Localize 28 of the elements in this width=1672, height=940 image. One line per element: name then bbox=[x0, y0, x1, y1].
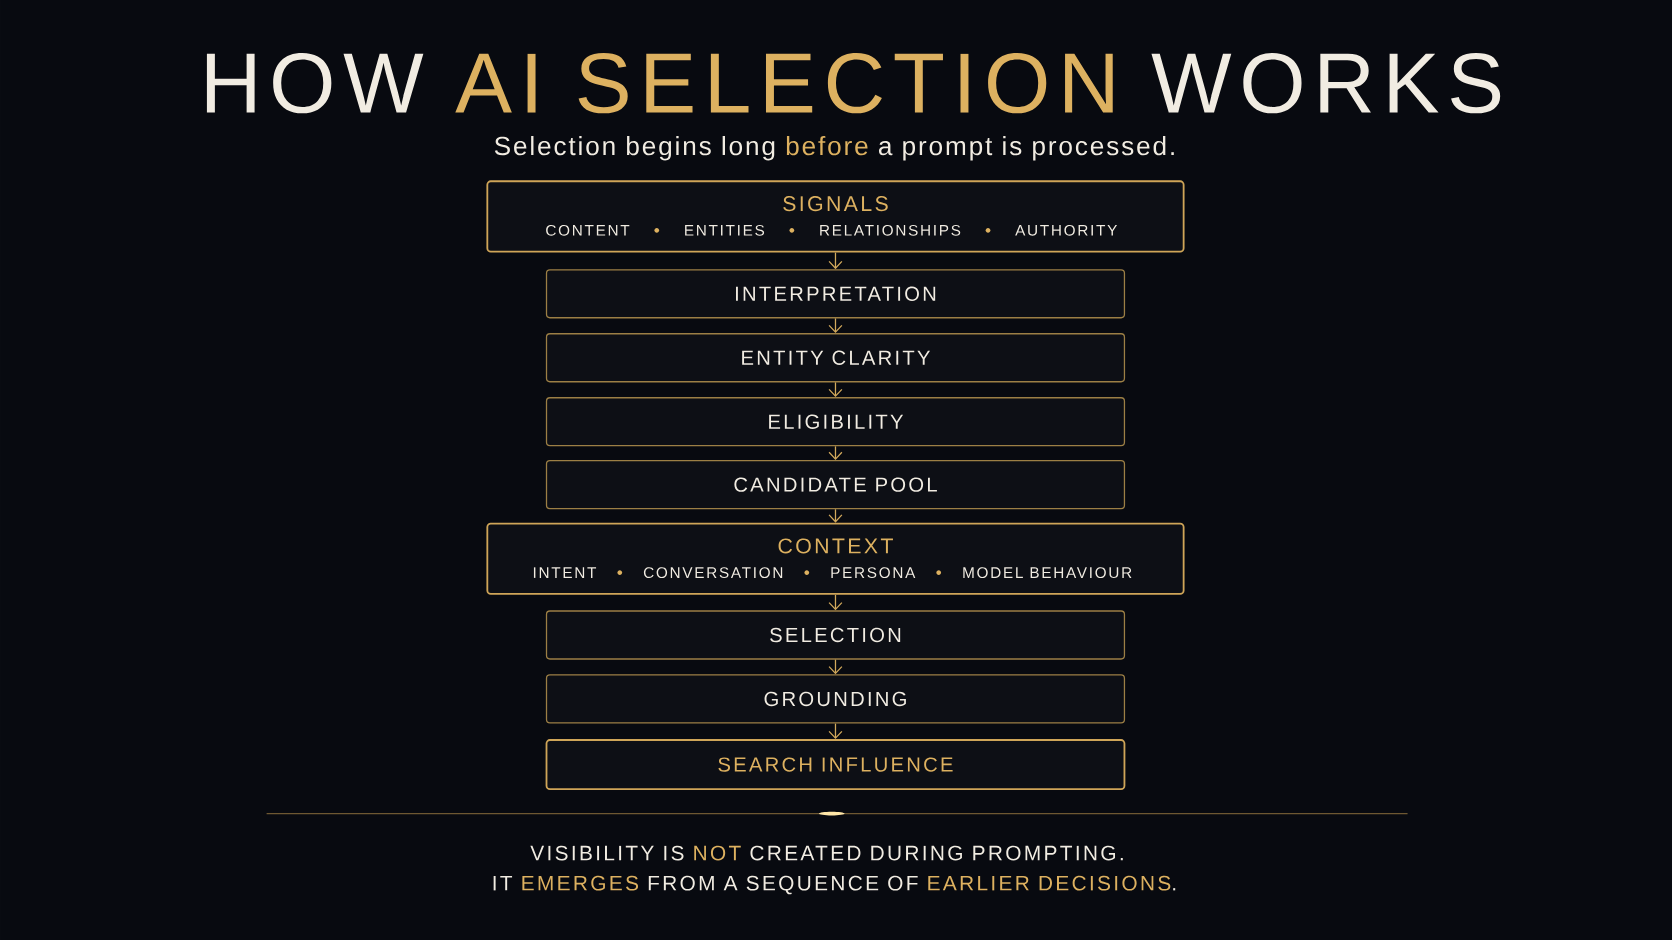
stage-box: INTERPRETATION bbox=[545, 268, 1126, 319]
keyword: MODEL BEHAVIOUR bbox=[963, 566, 1132, 578]
keyword: INTENT bbox=[533, 567, 597, 578]
stage-box bbox=[486, 180, 1185, 253]
arrow bbox=[828, 317, 843, 333]
stage-heading: CONTEXT bbox=[778, 538, 893, 554]
stage-box: ENTITY CLARITY bbox=[545, 332, 1126, 383]
arrow bbox=[828, 722, 843, 739]
keyword: AUTHORITY bbox=[1015, 224, 1117, 236]
title: HOW AI SELECTION WORKS bbox=[206, 52, 1501, 114]
keyword: ENTITIES bbox=[685, 224, 765, 236]
keyword: RELATIONSHIPS bbox=[820, 224, 961, 236]
stage-box bbox=[486, 522, 1185, 595]
footer-text: VISIBILITY IS NOT CREATED DURING PROMPTING. bbox=[530, 845, 1123, 861]
arrow bbox=[828, 658, 843, 675]
stage-box: SEARCH INFLUENCE bbox=[545, 738, 1126, 790]
keyword: CONTENT bbox=[546, 224, 630, 236]
stage-box: SELECTION bbox=[545, 610, 1126, 660]
stage-box: CANDIDATE POOL bbox=[545, 459, 1126, 510]
keyword: PERSONA bbox=[831, 566, 916, 578]
stage-box: ELIGIBILITY bbox=[545, 396, 1126, 447]
arrow bbox=[828, 251, 843, 269]
arrow bbox=[828, 381, 843, 397]
stage-box: GROUNDING bbox=[545, 674, 1126, 724]
stage-heading: SIGNALS bbox=[783, 195, 888, 211]
arrow bbox=[828, 593, 843, 611]
footer-text: IT EMERGES FROM A SEQUENCE OF EARLIER DECISIONS. bbox=[493, 875, 1176, 895]
keyword: CONVERSATION bbox=[643, 566, 783, 578]
